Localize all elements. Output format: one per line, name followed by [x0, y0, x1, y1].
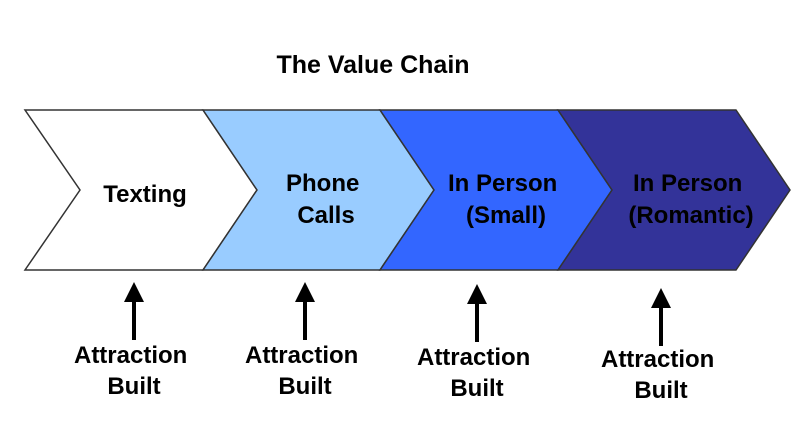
caption-line: Attraction [417, 344, 530, 371]
chevron-label-line: (Romantic) [628, 202, 753, 229]
caption-line: Built [278, 373, 331, 400]
up-arrow-3 [467, 284, 487, 342]
diagram-title: The Value Chain [276, 51, 469, 79]
chevron-label-line: Phone [286, 170, 359, 197]
chevron-step-2: Phone Calls [201, 109, 435, 271]
up-arrow-4 [651, 288, 671, 346]
chevron-label-line: Calls [297, 202, 354, 229]
chevron-label: Texting [103, 181, 187, 208]
caption-3: Attraction Built [417, 344, 537, 402]
caption-line: Built [450, 375, 503, 402]
caption-1: Attraction Built [74, 342, 194, 400]
up-arrow-2 [295, 282, 315, 340]
chevron-label-line: (Small) [466, 202, 546, 229]
caption-line: Built [634, 377, 687, 404]
chevron-label: In Person (Romantic) [628, 170, 753, 229]
caption-line: Attraction [601, 346, 714, 373]
chevron-label: Phone Calls [286, 170, 366, 229]
chevron-label-line: In Person [633, 170, 742, 197]
chevron-step-4: In Person (Romantic) [556, 109, 791, 271]
chevron-label-line: In Person [448, 170, 557, 197]
arrow-head [124, 282, 144, 302]
chevron-shape [556, 109, 791, 271]
caption-line: Attraction [74, 342, 187, 369]
chevron-label-line: Texting [103, 181, 187, 208]
arrow-head [295, 282, 315, 302]
arrow-head [651, 288, 671, 308]
caption-line: Built [107, 373, 160, 400]
arrow-head [467, 284, 487, 304]
chevron-step-3: In Person (Small) [378, 109, 613, 271]
caption-line: Attraction [245, 342, 358, 369]
caption-2: Attraction Built [245, 342, 365, 400]
chevron-label: In Person (Small) [448, 170, 564, 229]
up-arrow-1 [124, 282, 144, 340]
caption-4: Attraction Built [601, 346, 721, 404]
